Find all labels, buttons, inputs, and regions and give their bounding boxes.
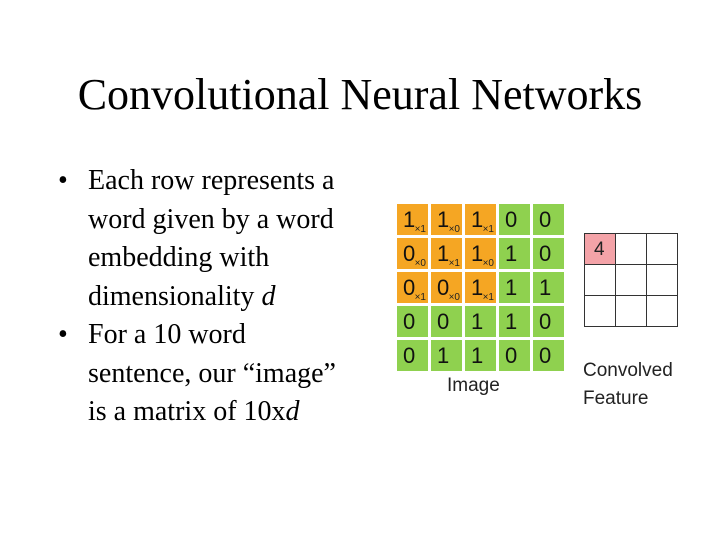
cell-value: 1 [471,241,484,266]
matrix-cell: 1×1 [397,204,428,235]
matrix-cell: 0×0 [431,272,462,303]
bullet-list: • Each row represents a word given by a … [58,162,388,432]
bullet-dot: • [58,165,68,196]
matrix-cell: 1 [431,340,462,371]
variable-d: d [261,280,276,312]
cell-value: 0 [539,207,552,232]
bullet-text: dimensionality [88,280,262,312]
matrix-cell: 0 [533,238,564,269]
matrix-cell: 0 [397,306,428,337]
cell-value: 1 [471,207,484,232]
matrix-cell: 1 [465,306,496,337]
matrix-cell: 1×1 [465,204,496,235]
matrix-cell: 1 [533,272,564,303]
cell-value: 0 [539,309,552,334]
cell-value: 1 [471,275,484,300]
kernel-weight: ×1 [414,292,426,303]
image-caption: Image [447,375,500,396]
cell-value: 0 [539,343,552,368]
feature-cell [585,296,616,327]
cell-value: 1 [403,207,416,232]
matrix-cell: 1×0 [431,204,462,235]
cell-value: 1 [437,241,450,266]
matrix-cell: 1 [499,238,530,269]
cell-value: 0 [505,207,518,232]
feature-cell [616,234,647,265]
matrix-cell: 1 [499,272,530,303]
kernel-weight: ×1 [482,292,494,303]
convolved-feature-caption: Convolved Feature [583,357,673,413]
feature-cell: 4 [585,234,616,265]
bullet-line: word given by a word [88,203,334,235]
feature-cell [647,265,678,296]
matrix-cell: 1×0 [465,238,496,269]
cell-value: 1 [539,275,552,300]
cell-value: 1 [505,309,518,334]
matrix-cell: 1×1 [431,238,462,269]
kernel-weight: ×1 [448,258,460,269]
bullet-dot: • [58,319,68,350]
cell-value: 1 [505,241,518,266]
matrix-cell: 0 [499,340,530,371]
matrix-cell: 0×1 [397,272,428,303]
cell-value: 1 [437,343,450,368]
bullet-text: is a matrix of 10x [88,396,286,427]
cell-value: 0 [403,241,416,266]
convolved-feature-matrix: 4 [584,233,678,327]
cell-value: 0 [505,343,518,368]
bullet-line: sentence, our “image” [88,357,336,389]
matrix-cell: 0×0 [397,238,428,269]
kernel-weight: ×1 [414,224,426,235]
cell-value: 0 [437,275,450,300]
cell-value: 1 [437,207,450,232]
kernel-weight: ×0 [448,224,460,235]
feature-cell [585,265,616,296]
bullet-item: • Each row represents a word given by a … [58,162,388,316]
feature-cell [647,234,678,265]
matrix-cell: 0 [499,204,530,235]
cell-value: 1 [471,343,484,368]
feature-cell [616,296,647,327]
bullet-item: • For a 10 word sentence, our “image” is… [58,316,388,432]
slide-title: Convolutional Neural Networks [77,70,643,119]
bullet-line: embedding with [88,242,270,273]
cell-value: 0 [403,275,416,300]
cell-value: 0 [539,241,552,266]
cell-value: 1 [505,275,518,300]
bullet-line: is a matrix of 10xd [88,393,388,432]
kernel-weight: ×1 [482,224,494,235]
cell-value: 0 [403,343,416,368]
kernel-weight: ×0 [482,258,494,269]
cell-value: 0 [403,309,416,334]
feature-cell [647,296,678,327]
caption-line: Feature [583,388,649,409]
variable-d: d [285,396,300,427]
matrix-cell: 1×1 [465,272,496,303]
matrix-cell: 0 [533,340,564,371]
kernel-weight: ×0 [448,292,460,303]
feature-cell [616,265,647,296]
matrix-cell: 1 [499,306,530,337]
matrix-cell: 0 [533,306,564,337]
matrix-cell: 0 [431,306,462,337]
cell-value: 1 [471,309,484,334]
cell-value: 0 [437,309,450,334]
matrix-cell: 0 [397,340,428,371]
matrix-cell: 1 [465,340,496,371]
bullet-line: Each row represents a [88,165,335,196]
kernel-weight: ×0 [414,258,426,269]
bullet-line: For a 10 word [88,319,246,350]
caption-line: Convolved [583,360,673,381]
matrix-cell: 0 [533,204,564,235]
bullet-line: dimensionality d [88,278,388,317]
